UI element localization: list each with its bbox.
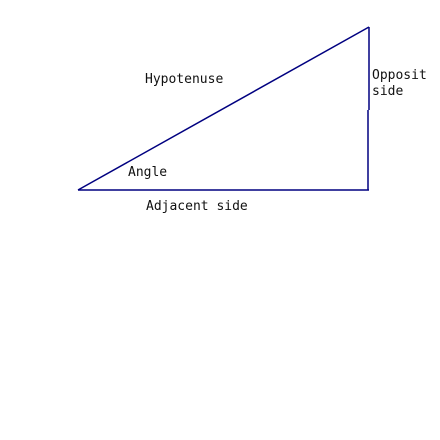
hypotenuse-label: Hypotenuse xyxy=(145,72,224,87)
opposite-side-label: Opposit side xyxy=(372,68,427,100)
hypotenuse-line xyxy=(77,26,370,191)
opposite-side-label-line2: side xyxy=(372,84,404,99)
adjacent-side-label: Adjacent side xyxy=(146,199,248,214)
angle-label: Angle xyxy=(128,165,168,180)
opposite-side-label-line1: Opposit xyxy=(372,68,427,83)
